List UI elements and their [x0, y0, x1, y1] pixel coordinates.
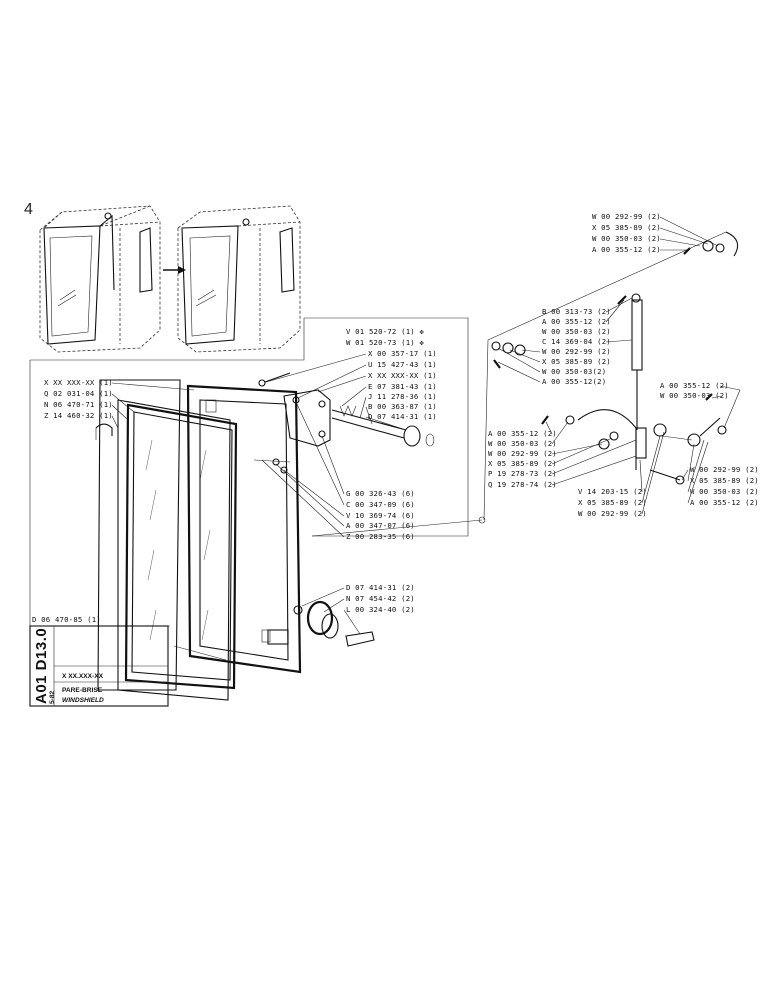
drawing-code: A01 D13.0	[33, 628, 50, 704]
part-label: Q 02 031-04 (1)	[44, 389, 113, 398]
part-label: N 06 470-71 (1)	[44, 400, 113, 409]
part-label: V 14 203-15 (2)	[578, 487, 647, 496]
labels-mid: G 00 326-43 (6) C 00 347-09 (6) V 10 369…	[261, 401, 415, 541]
part-label: Z 14 460-32 (1)	[44, 411, 113, 420]
lower-mount	[293, 600, 375, 647]
cab-view-before	[39, 205, 161, 353]
part-label: X 05 385-89 (2)	[578, 498, 647, 507]
part-label: Z 00 283-35 (6)	[346, 532, 415, 541]
hinge-assembly-upper	[253, 372, 435, 474]
part-label: D 07 414-31 (1)	[368, 412, 437, 421]
title-block: D 06 470-85 (1) A01 D13.0 5-82 X XX.XXX-…	[29, 615, 170, 707]
part-label: J 11 278-36 (1)	[368, 392, 437, 401]
part-label: A 00 355-12 (2)	[660, 381, 729, 390]
title-fr: PARE-BRISE	[62, 687, 103, 694]
part-label: L 00 324-40 (2)	[346, 605, 415, 614]
labels-right-far-lower: W 00 292-99 (2) X 05 385-89 (2) W 00 350…	[681, 439, 759, 507]
part-label: W 00 350-03 (2)	[660, 391, 729, 400]
part-label: W 00 292-99 (2)	[488, 449, 557, 458]
part-label: A 00 355-12 (2)	[592, 245, 661, 254]
part-label: W 00 292-99 (2)	[542, 347, 611, 356]
labels-upper: V 01 520-72 (1) ✥ W 01 520-73 (1) ✥ X 00…	[265, 327, 437, 431]
part-label: X 05 385-89 (2)	[542, 357, 611, 366]
part-label: W 00 350-03 (2)	[690, 487, 759, 496]
windshield-frame	[173, 384, 302, 674]
part-label: G 00 326-43 (6)	[346, 489, 415, 498]
part-label: C 14 369-04 (2)	[542, 337, 611, 346]
part-label: W 00 350-03(2)	[542, 367, 606, 376]
arrow-icon	[163, 266, 186, 274]
labels-right-far: A 00 355-12 (2) W 00 350-03 (2)	[660, 381, 741, 429]
part-label: X 00 357-17 (1)	[368, 349, 437, 358]
part-label: A 00 355-12 (2)	[542, 317, 611, 326]
clip-detail	[95, 423, 113, 440]
part-label: X XX XXX-XX (1)	[44, 378, 113, 387]
part-label: N 07 454-42 (2)	[346, 594, 415, 603]
part-label: B 00 363-87 (1)	[368, 402, 437, 411]
part-label: W 00 350-03 (2)	[542, 327, 611, 336]
part-label: P 19 278-73 (2)	[488, 469, 557, 478]
title-en: WINDSHIELD	[62, 697, 104, 704]
labels-top-right: W 00 292-99 (2) X 05 385-89 (2) W 00 350…	[592, 212, 719, 254]
ref-left-label: D 06 470-85 (1)	[32, 615, 101, 624]
part-label: X 05 385-89 (2)	[592, 223, 661, 232]
labels-right-upper: B 00 313-73 (2) A 00 355-12 (2) W 00 350…	[497, 297, 633, 386]
part-label: X 05 385-89 (2)	[690, 476, 759, 485]
part-label: W 00 292-99 (2)	[578, 509, 647, 518]
part-label: A 00 355-12 (2)	[690, 498, 759, 507]
part-label: A 00 355-12 (2)	[488, 429, 557, 438]
part-label: Q 19 278-74 (2)	[488, 480, 557, 489]
part-number: X XX.XXX-XX	[62, 673, 104, 680]
labels-right-lower: V 14 203-15 (2) X 05 385-89 (2) W 00 292…	[578, 431, 665, 518]
part-label: X XX XXX-XX (1)	[368, 371, 437, 380]
part-label: B 00 313-73 (2)	[542, 307, 611, 316]
revision-label: 5-82	[49, 690, 56, 704]
part-label: W 00 292-99 (2)	[690, 465, 759, 474]
part-label: W 00 350-03 (2)	[592, 234, 661, 243]
labels-lower: D 07 414-31 (2) N 07 454-42 (2) L 00 324…	[301, 583, 415, 635]
cab-view-after	[177, 205, 301, 353]
labels-right-mid: A 00 355-12 (2) W 00 350-03 (2) W 00 292…	[488, 421, 637, 489]
page-number: 4	[24, 201, 33, 218]
part-label: A 00 355-12(2)	[542, 377, 606, 386]
part-label: X 05 385-89 (2)	[488, 459, 557, 468]
part-label: V 01 520-72 (1) ✥	[346, 327, 424, 336]
part-label: W 00 292-99 (2)	[592, 212, 661, 221]
labels-left: X XX XXX-XX (1) Q 02 031-04 (1) N 06 470…	[44, 378, 195, 429]
part-label: D 07 414-31 (2)	[346, 583, 415, 592]
part-label: A 00 347-07 (6)	[346, 521, 415, 530]
part-label: E 07 381-43 (1)	[368, 382, 437, 391]
part-label: U 15 427-43 (1)	[368, 360, 437, 369]
part-label: W 01 520-73 (1) ✥	[346, 338, 424, 347]
windshield-glass	[97, 379, 238, 701]
part-label: C 00 347-09 (6)	[346, 500, 415, 509]
part-label: V 10 369-74 (6)	[346, 511, 415, 520]
part-label: W 00 350-03 (2)	[488, 439, 557, 448]
